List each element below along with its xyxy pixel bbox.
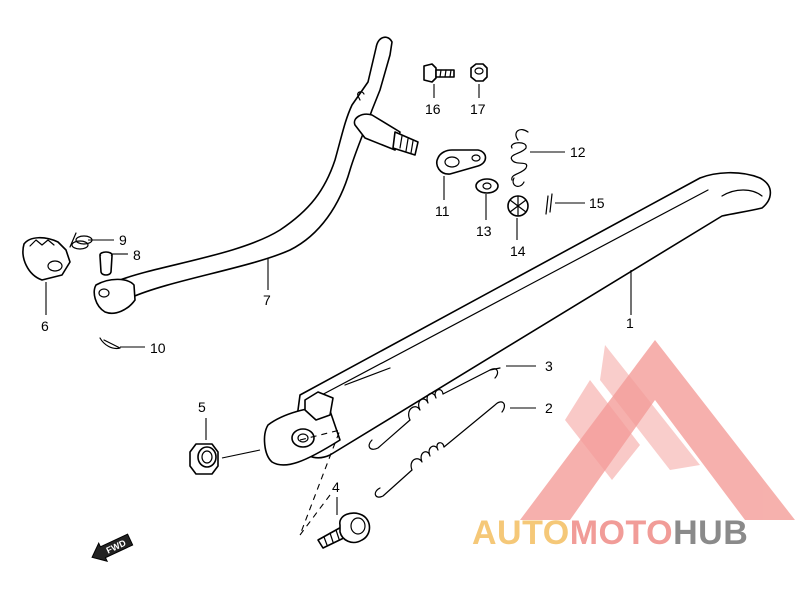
callout-11: 11 — [435, 203, 450, 219]
part-15-clip — [545, 193, 553, 215]
callout-8: 8 — [133, 247, 141, 263]
part-16-bolt — [423, 63, 455, 83]
watermark-moto: MOTO — [570, 514, 673, 552]
leader-lines — [45, 84, 632, 536]
part-13-washer — [475, 178, 499, 194]
callout-9: 9 — [119, 232, 127, 248]
part-17-nut — [470, 63, 488, 82]
part-11-plate — [435, 149, 487, 175]
part-1-side-stand — [263, 171, 772, 466]
callout-4: 4 — [332, 479, 340, 495]
callout-10: 10 — [150, 340, 166, 356]
callout-2: 2 — [545, 400, 553, 416]
part-5-nut — [189, 443, 219, 475]
callout-6: 6 — [41, 318, 49, 334]
callout-12: 12 — [570, 144, 586, 160]
callout-1: 1 — [626, 315, 634, 331]
part-3-spring — [368, 367, 501, 450]
callout-numbers: 1 2 3 4 5 6 7 8 9 10 11 12 13 14 15 16 1… — [41, 101, 634, 495]
part-6-joint — [22, 236, 71, 281]
callout-13: 13 — [476, 223, 492, 239]
watermark-hub: HUB — [673, 514, 748, 552]
part-14-nut — [507, 195, 529, 217]
callout-16: 16 — [425, 101, 441, 117]
part-2-spring — [374, 401, 506, 498]
callout-5: 5 — [198, 399, 206, 415]
part-4-pivot-bolt — [317, 512, 371, 549]
watermark-auto: AUTO — [472, 514, 570, 552]
forward-arrow-icon: FWD — [91, 533, 134, 563]
callout-7: 7 — [263, 292, 271, 308]
watermark-text: AUTOMOTOHUB — [472, 514, 748, 552]
callout-15: 15 — [589, 195, 605, 211]
callout-3: 3 — [545, 358, 553, 374]
part-12-spring — [510, 128, 529, 187]
svg-text:AUTOMOTOHUB: AUTOMOTOHUB — [472, 514, 748, 552]
part-8-pin — [99, 251, 113, 276]
part-10-cotter-pin — [99, 337, 121, 350]
callout-14: 14 — [510, 243, 526, 259]
callout-17: 17 — [470, 101, 486, 117]
watermark-logo-mark — [520, 340, 795, 520]
part-7-brake-pedal — [93, 36, 419, 315]
part-9-washer — [69, 232, 93, 250]
